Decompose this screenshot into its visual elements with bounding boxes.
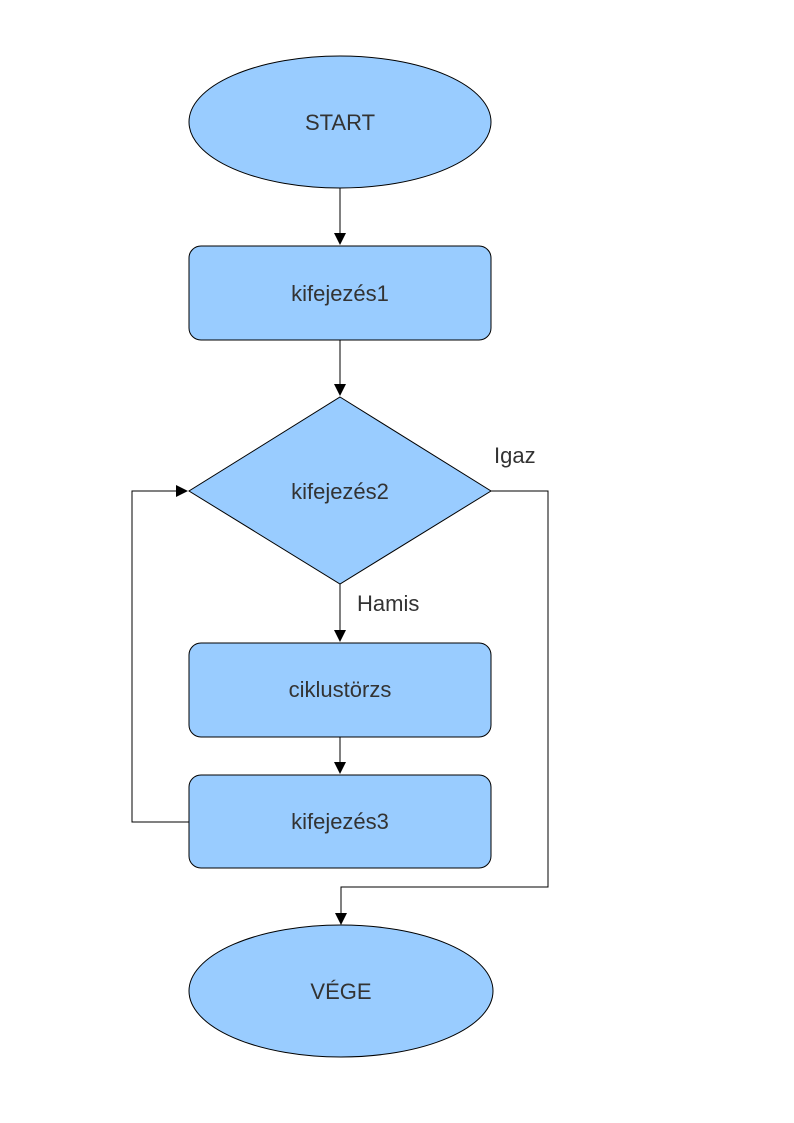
start-node: START	[188, 55, 492, 189]
start-label: START	[305, 110, 375, 135]
expr1-node: kifejezés1	[188, 245, 492, 341]
arrow-true-to-end	[335, 490, 549, 925]
end-label: VÉGE	[310, 979, 371, 1004]
true-branch-label: Igaz	[494, 443, 536, 468]
expr3-label: kifejezés3	[291, 809, 389, 834]
end-ellipse	[188, 924, 494, 1058]
expr1-label: kifejezés1	[291, 281, 389, 306]
expr3-node: kifejezés3	[188, 774, 492, 869]
arrow-loop-back-to-expr2	[131, 485, 189, 823]
false-branch-label: Hamis	[357, 591, 419, 616]
expr2-decision-node: kifejezés2	[188, 396, 492, 585]
body-label: ciklustörzs	[289, 677, 392, 702]
expr2-label: kifejezés2	[291, 479, 389, 504]
body-node: ciklustörzs	[188, 642, 492, 738]
end-node: VÉGE	[188, 924, 494, 1058]
